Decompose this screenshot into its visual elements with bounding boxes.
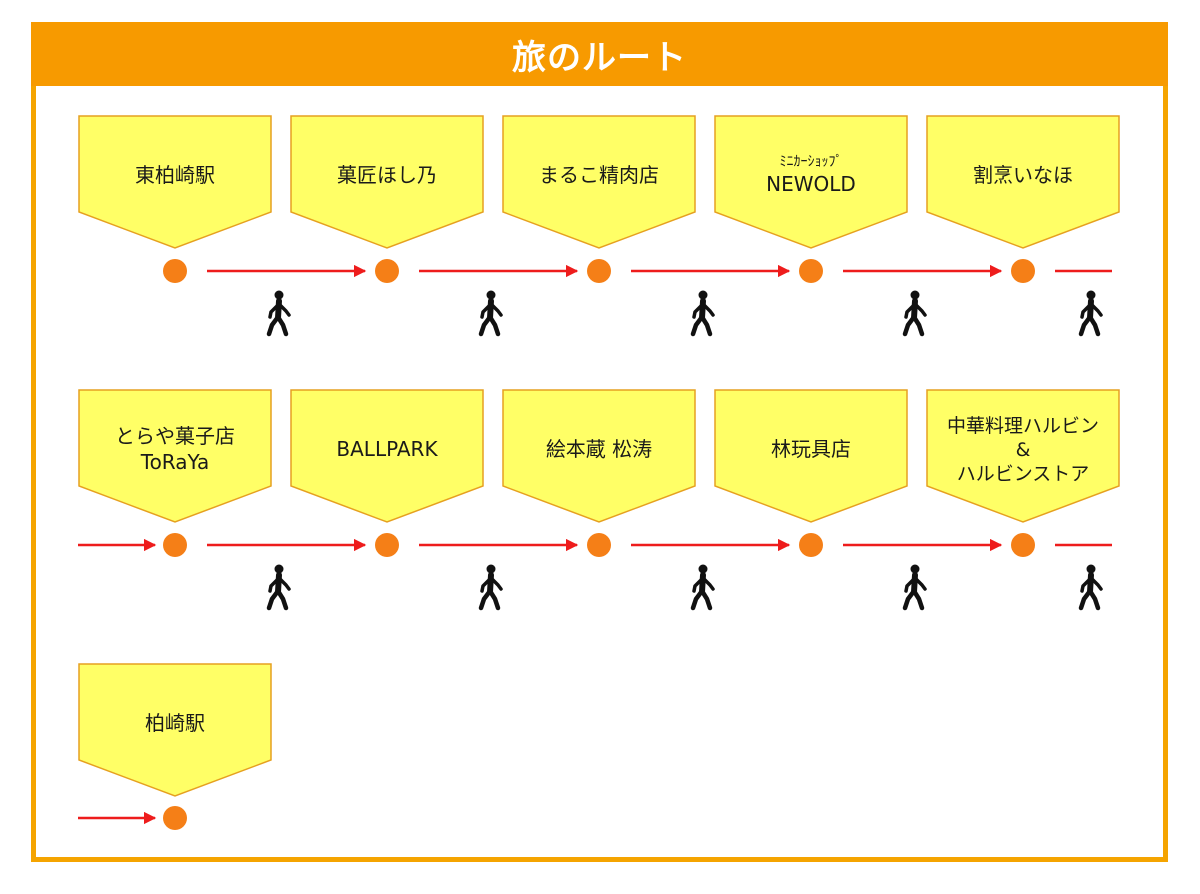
stop-label-line: BALLPARK	[336, 437, 438, 462]
header-bar: 旅のルート	[31, 22, 1168, 86]
page-title: 旅のルート	[512, 37, 687, 78]
stop-label: 割烹いなほ	[927, 118, 1119, 234]
stop-node	[163, 259, 187, 283]
stop-box	[714, 115, 908, 249]
stop-label-line: 絵本蔵 松涛	[545, 437, 653, 462]
stop-box	[926, 115, 1120, 249]
stop-label-line: 割烹いなほ	[973, 163, 1073, 188]
stop-label: 菓匠ほし乃	[291, 118, 483, 234]
walking-person-icon	[478, 290, 503, 337]
stop-label: 林玩具店	[715, 392, 907, 508]
stop-box	[502, 115, 696, 249]
stop-label: 東柏崎駅	[79, 118, 271, 234]
stop-node	[163, 806, 187, 830]
walking-person-icon	[902, 290, 927, 337]
walking-person-icon	[690, 290, 715, 337]
stop-label: 絵本蔵 松涛	[503, 392, 695, 508]
stop-label-line: &	[1015, 438, 1031, 461]
stop-label: 中華料理ハルビン&ハルビンストア	[927, 392, 1119, 508]
stop-node	[587, 259, 611, 283]
stop-label: 柏崎駅	[79, 666, 271, 782]
stop-label-line: NEWOLD	[766, 172, 856, 197]
stop-label-line: とらや菓子店	[115, 424, 235, 449]
stop-box	[290, 389, 484, 523]
stop-node	[375, 259, 399, 283]
walking-person-icon	[478, 564, 503, 611]
stop-label-line: 林玩具店	[771, 437, 851, 462]
stop-label-line: 柏崎駅	[145, 711, 205, 736]
stop-label: まるこ精肉店	[503, 118, 695, 234]
stop-box	[78, 663, 272, 797]
stop-label-line: 東柏崎駅	[135, 163, 215, 188]
stop-node	[1011, 259, 1035, 283]
stop-box	[926, 389, 1120, 523]
walking-person-icon	[266, 564, 291, 611]
stop-label-line: 菓匠ほし乃	[337, 163, 437, 188]
walking-person-icon	[1078, 564, 1103, 611]
walking-person-icon	[266, 290, 291, 337]
walking-person-icon	[690, 564, 715, 611]
stop-label: BALLPARK	[291, 392, 483, 508]
stop-node	[799, 533, 823, 557]
stop-label-line: 中華料理ハルビン	[946, 414, 1099, 437]
stop-box	[502, 389, 696, 523]
stop-node	[799, 259, 823, 283]
walking-person-icon	[1078, 290, 1103, 337]
stop-node	[1011, 533, 1035, 557]
stop-node	[587, 533, 611, 557]
stop-label-line: ToRaYa	[140, 450, 210, 474]
stop-node	[375, 533, 399, 557]
walking-person-icon	[902, 564, 927, 611]
stop-box	[78, 115, 272, 249]
stop-node	[163, 533, 187, 557]
stop-label-line: まるこ精肉店	[539, 163, 659, 188]
stop-box	[290, 115, 484, 249]
stop-box	[714, 389, 908, 523]
stop-label-line: ﾐﾆｶｰｼｮｯﾌﾟ	[779, 154, 843, 171]
stop-label-line: ハルビンストア	[956, 463, 1090, 486]
stop-box	[78, 389, 272, 523]
